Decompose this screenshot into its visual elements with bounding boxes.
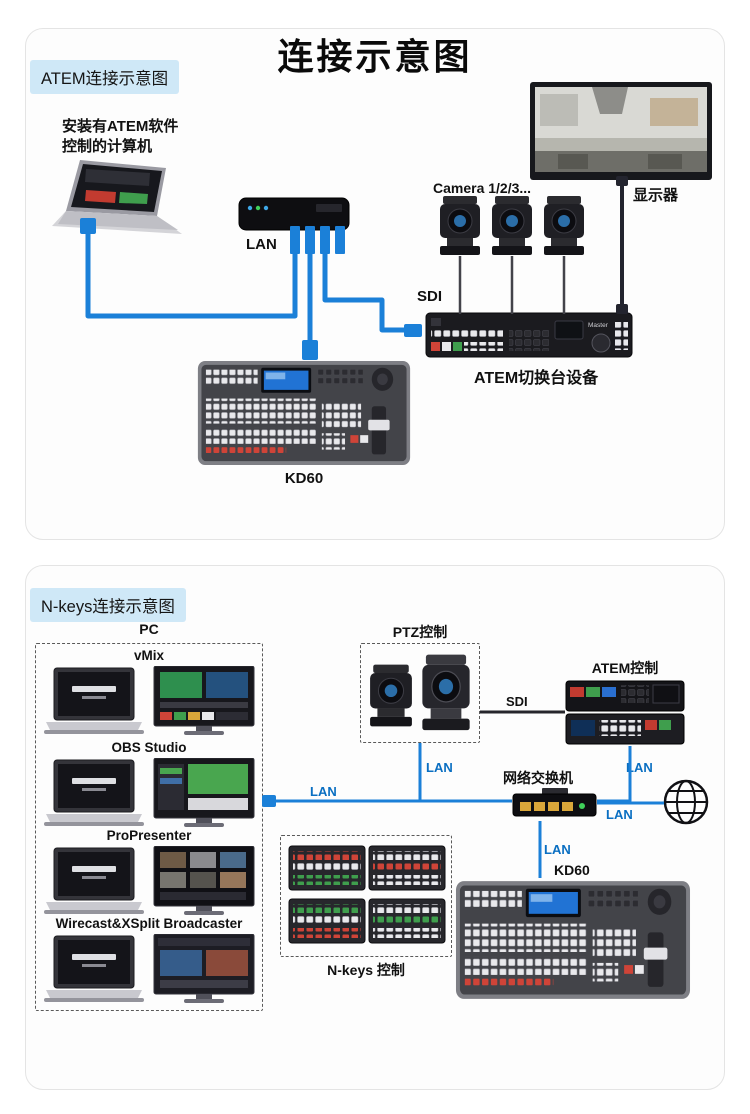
nkeys-panel-badge: N-keys连接示意图	[30, 588, 186, 622]
computer-label-line1: 安装有ATEM软件	[62, 118, 179, 135]
monitor-icon	[530, 82, 712, 182]
laptop-obs-icon	[42, 758, 146, 830]
software-label-propresenter: ProPresenter	[106, 828, 192, 843]
software-label-obs: OBS Studio	[111, 740, 187, 755]
ptz-camera-3-icon	[542, 194, 586, 258]
software-label-wirecast: Wirecast&XSplit Broadcaster	[55, 916, 243, 931]
nkeys-group-box	[280, 835, 452, 957]
ptz-group-box	[360, 643, 480, 743]
atem-control-label: ATEM控制	[591, 660, 659, 676]
ptz-camera-1-icon	[438, 194, 482, 258]
software-label-vmix: vMix	[133, 648, 164, 663]
computer-label-line2: 控制的计算机	[62, 137, 153, 155]
atem-panel-badge: ATEM连接示意图	[30, 60, 180, 94]
laptop-wirecast-icon	[42, 934, 146, 1006]
kd60-device-icon	[197, 360, 411, 466]
kd60-label-bottom: KD60	[554, 862, 590, 878]
laptop-propresenter-icon	[42, 846, 146, 918]
ptz-camera-2-icon	[490, 194, 534, 258]
monitor-label: 显示器	[633, 187, 679, 204]
lan-label-top: LAN	[246, 236, 277, 253]
sdi-label-top: SDI	[417, 288, 443, 305]
screen-propresenter-icon	[152, 846, 256, 918]
nkeys-keyboard-4-icon	[368, 898, 446, 944]
lan-label-atem: LAN	[626, 760, 653, 775]
nkeys-panel	[25, 565, 725, 1090]
pc-group-box	[35, 643, 263, 1011]
ptz-group-label: PTZ控制	[392, 624, 448, 640]
lan-label-pc: LAN	[310, 784, 337, 799]
kd60-device-bottom-icon	[455, 880, 691, 1000]
atem-rack-icon	[565, 680, 685, 746]
screen-obs-icon	[152, 758, 256, 830]
screen-wirecast-icon	[152, 934, 256, 1006]
screen-vmix-icon	[152, 666, 256, 738]
atem-switcher-icon: Master	[425, 312, 633, 358]
ptz-camera-small-icon	[368, 660, 414, 732]
network-switch-label: 网络交换机	[503, 770, 573, 786]
internet-globe-icon	[662, 778, 710, 826]
network-switch-bottom-icon	[512, 786, 597, 821]
lan-label-ptz: LAN	[426, 760, 453, 775]
nkeys-keyboard-2-icon	[368, 845, 446, 891]
laptop-vmix-icon	[42, 666, 146, 738]
pc-label: PC	[139, 621, 159, 637]
nkeys-keyboard-3-icon	[288, 898, 366, 944]
lan-label-kd60: LAN	[544, 842, 571, 857]
lan-label-globe: LAN	[606, 807, 633, 822]
computer-label: 安装有ATEM软件 控制的计算机	[62, 117, 178, 156]
kd60-label-top: KD60	[284, 470, 324, 487]
sdi-label-bottom: SDI	[506, 694, 528, 709]
atem-master-label: Master	[588, 322, 609, 329]
page-title: 连接示意图	[277, 36, 473, 77]
nkeys-keyboard-1-icon	[288, 845, 366, 891]
ptz-camera-large-icon	[420, 652, 472, 734]
nkeys-control-label: N-keys 控制	[327, 962, 405, 978]
laptop-atem-icon	[50, 158, 190, 244]
camera-group-label: Camera 1/2/3...	[433, 180, 532, 196]
network-switch-icon	[238, 196, 350, 232]
atem-switcher-label: ATEM切换台设备	[474, 370, 599, 387]
